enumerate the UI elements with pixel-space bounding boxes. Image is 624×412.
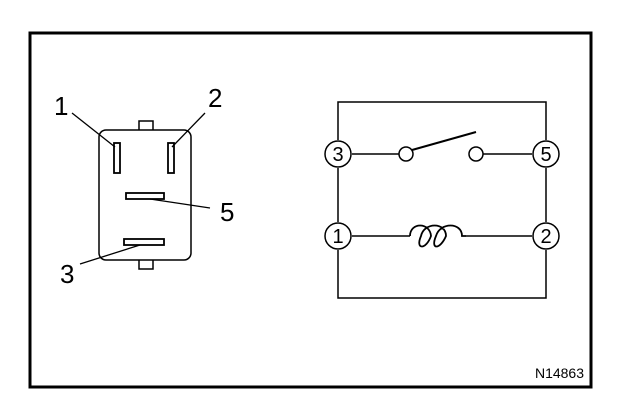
node-label-1: 1 <box>332 226 343 248</box>
node-label-3: 3 <box>332 144 343 166</box>
pin-label-1: 1 <box>54 91 68 121</box>
leader-line-5 <box>149 198 211 209</box>
terminal-1 <box>113 142 121 174</box>
leader-line-1 <box>71 112 116 148</box>
node-1 <box>324 222 352 250</box>
node-label-5: 5 <box>540 144 551 166</box>
node-2 <box>532 222 560 250</box>
connector-face: 1 2 5 3 <box>54 83 234 289</box>
pin-label-2: 2 <box>208 83 222 113</box>
pin-label-3: 3 <box>60 259 74 289</box>
figure-frame <box>28 31 593 389</box>
node-5 <box>532 140 560 168</box>
terminal-5 <box>125 192 165 200</box>
relay-schematic <box>324 101 560 299</box>
terminal-3 <box>123 238 165 246</box>
node-label-2: 2 <box>540 226 551 248</box>
switch-blade <box>411 131 477 151</box>
terminal-2 <box>167 142 175 174</box>
switch-contact-right <box>468 146 484 162</box>
wire-left <box>337 101 547 140</box>
wire-bottom <box>337 250 547 299</box>
leader-line-3 <box>79 244 141 265</box>
switch-contact-left <box>398 146 414 162</box>
leader-line-2 <box>171 112 206 148</box>
figure-code: N14863 <box>535 365 584 381</box>
node-3 <box>324 140 352 168</box>
coil-symbol <box>409 224 466 248</box>
pin-label-5: 5 <box>220 197 234 227</box>
